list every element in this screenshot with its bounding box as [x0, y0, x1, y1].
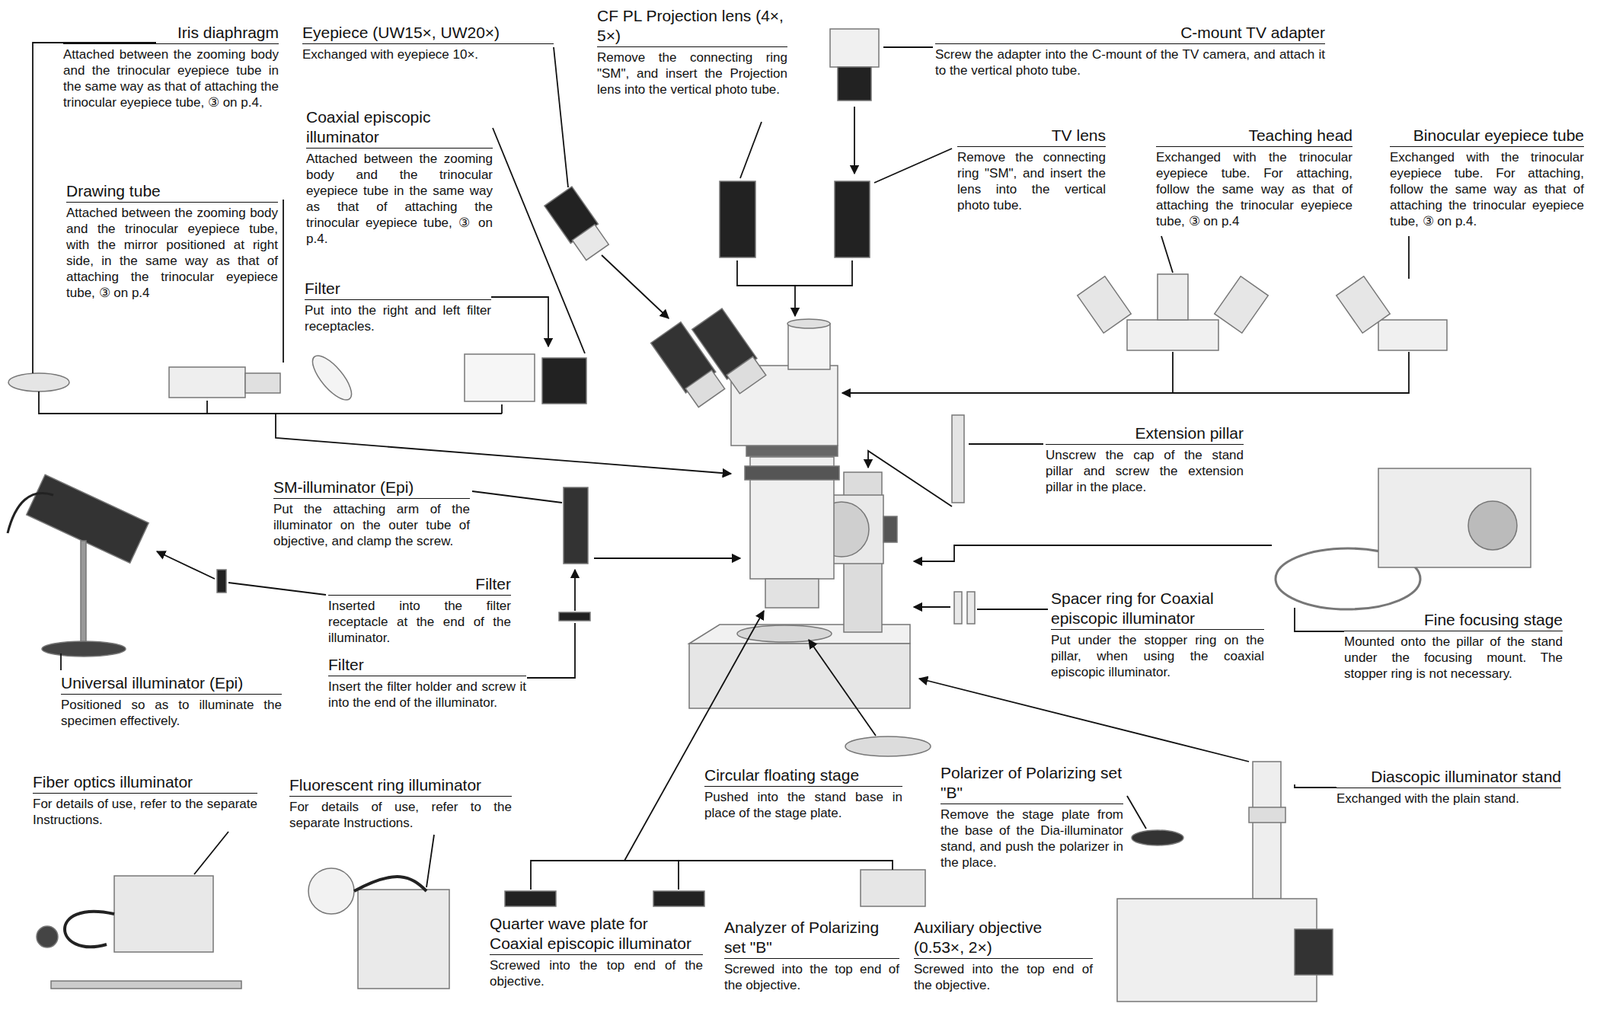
callout: Diascopic illuminator standExchanged wit…	[1336, 766, 1562, 807]
callout: Coaxial episcopic illuminatorAttached be…	[306, 107, 493, 247]
callout-heading: SM-illuminator (Epi)	[273, 477, 470, 499]
callout-text: Pushed into the stand base in place of t…	[704, 788, 903, 821]
callout-heading: Binocular eyepiece tube	[1389, 125, 1585, 147]
callout-heading: Fiber optics illuminator	[32, 772, 258, 794]
leader-lines	[32, 42, 1409, 890]
callout-heading: Fluorescent ring illuminator	[289, 775, 512, 797]
callout: FilterPut into the right and left filter…	[304, 278, 492, 335]
callout-heading: Extension pillar	[1045, 423, 1244, 445]
callout: Eyepiece (UW15×, UW20×)Exchanged with ey…	[302, 22, 554, 63]
callout-heading: C-mount TV adapter	[935, 22, 1326, 45]
callout: Fluorescent ring illuminatorFor details …	[289, 775, 512, 831]
callout: FilterInsert the filter holder and screw…	[328, 654, 527, 711]
callout: Circular floating stagePushed into the s…	[704, 765, 903, 821]
callout: Teaching headExchanged with the trinocul…	[1156, 125, 1353, 230]
callout-text: Unscrew the cap of the stand pillar and …	[1045, 447, 1244, 496]
callout-heading: Eyepiece (UW15×, UW20×)	[302, 22, 554, 45]
callout: Universal illuminator (Epi)Positioned so…	[60, 673, 282, 729]
callout-text: Remove the stage plate from the base of …	[940, 806, 1124, 871]
callout: Analyzer of Polarizing set "B"Screwed in…	[724, 917, 900, 994]
callout-heading: Diascopic illuminator stand	[1336, 766, 1562, 789]
callout-text: Exchanged with the trinocular eyepiece t…	[1389, 149, 1585, 230]
callout-text: Exchanged with the trinocular eyepiece t…	[1156, 149, 1353, 230]
accessories	[7, 28, 1531, 1002]
callout-text: Put the attaching arm of the illuminator…	[273, 501, 470, 550]
callout-text: Put under the stopper ring on the pillar…	[1050, 632, 1265, 681]
callout-heading: Polarizer of Polarizing set "B"	[940, 763, 1124, 805]
callout-heading: Spacer ring for Coaxial episcopic illumi…	[1050, 588, 1265, 630]
callout-text: Screwed into the top end of the objectiv…	[489, 957, 703, 990]
callout: TV lensRemove the connecting ring "SM", …	[957, 125, 1106, 214]
callout-text: Insert the filter holder and screw it in…	[328, 678, 527, 711]
callout: Quarter wave plate for Coaxial episcopic…	[489, 913, 703, 990]
callout-heading: Iris diaphragm	[63, 22, 279, 45]
callout: Fiber optics illuminatorFor details of u…	[32, 772, 258, 828]
callout: C-mount TV adapterScrew the adapter into…	[935, 22, 1326, 79]
callout: Drawing tubeAttached between the zooming…	[66, 181, 278, 301]
callout-text: Screwed into the top end of the objectiv…	[724, 961, 900, 994]
callout: Binocular eyepiece tubeExchanged with th…	[1389, 125, 1585, 230]
callout-heading: Coaxial episcopic illuminator	[306, 107, 493, 149]
callout-text: Exchanged with eyepiece 10×.	[302, 46, 554, 63]
callout-text: Attached between the zooming body and th…	[66, 204, 278, 301]
callout: Iris diaphragmAttached between the zoomi…	[63, 22, 279, 111]
callout-text: Mounted onto the pillar of the stand und…	[1344, 633, 1563, 682]
callout-text: Attached between the zooming body and th…	[306, 150, 493, 247]
callout: Extension pillarUnscrew the cap of the s…	[1045, 423, 1244, 496]
callout-text: Remove the connecting ring "SM", and ins…	[957, 149, 1106, 214]
callout-heading: Filter	[328, 574, 511, 596]
callout-text: Attached between the zooming body and th…	[63, 46, 279, 111]
callout: Polarizer of Polarizing set "B"Remove th…	[940, 763, 1124, 871]
callout-text: For details of use, refer to the separat…	[289, 798, 512, 831]
microscope	[651, 308, 911, 709]
callout-text: Remove the connecting ring "SM", and ins…	[597, 49, 788, 98]
callout: FilterInserted into the filter receptacl…	[328, 574, 511, 646]
callout-text: Screwed into the top end of the objectiv…	[913, 961, 1093, 994]
callout: CF PL Projection lens (4×, 5×)Remove the…	[597, 6, 788, 98]
callout-text: Put into the right and left filter recep…	[304, 302, 492, 335]
callout-text: For details of use, refer to the separat…	[32, 795, 258, 828]
callout: Spacer ring for Coaxial episcopic illumi…	[1050, 588, 1265, 681]
callout: SM-illuminator (Epi)Put the attaching ar…	[273, 477, 470, 550]
callout-heading: Universal illuminator (Epi)	[60, 673, 282, 695]
callout-heading: Fine focusing stage	[1344, 609, 1563, 632]
callout-text: Inserted into the filter receptacle at t…	[328, 597, 511, 646]
callout: Auxiliary objective (0.53×, 2×)Screwed i…	[913, 917, 1093, 994]
callout-heading: TV lens	[957, 125, 1106, 147]
callout-heading: Quarter wave plate for Coaxial episcopic…	[489, 913, 703, 955]
callout-heading: Analyzer of Polarizing set "B"	[724, 917, 900, 959]
callout: Fine focusing stageMounted onto the pill…	[1344, 609, 1563, 682]
callout-heading: Filter	[328, 654, 527, 677]
callout-heading: Filter	[304, 278, 492, 301]
callout-heading: Auxiliary objective (0.53×, 2×)	[913, 917, 1093, 959]
callout-text: Positioned so as to illuminate the speci…	[60, 696, 282, 729]
callout-text: Screw the adapter into the C-mount of th…	[935, 46, 1326, 79]
callout-heading: Circular floating stage	[704, 765, 903, 787]
callout-heading: Teaching head	[1156, 125, 1353, 147]
callout-heading: CF PL Projection lens (4×, 5×)	[597, 6, 788, 48]
callout-text: Exchanged with the plain stand.	[1336, 790, 1562, 807]
callout-heading: Drawing tube	[66, 181, 278, 203]
